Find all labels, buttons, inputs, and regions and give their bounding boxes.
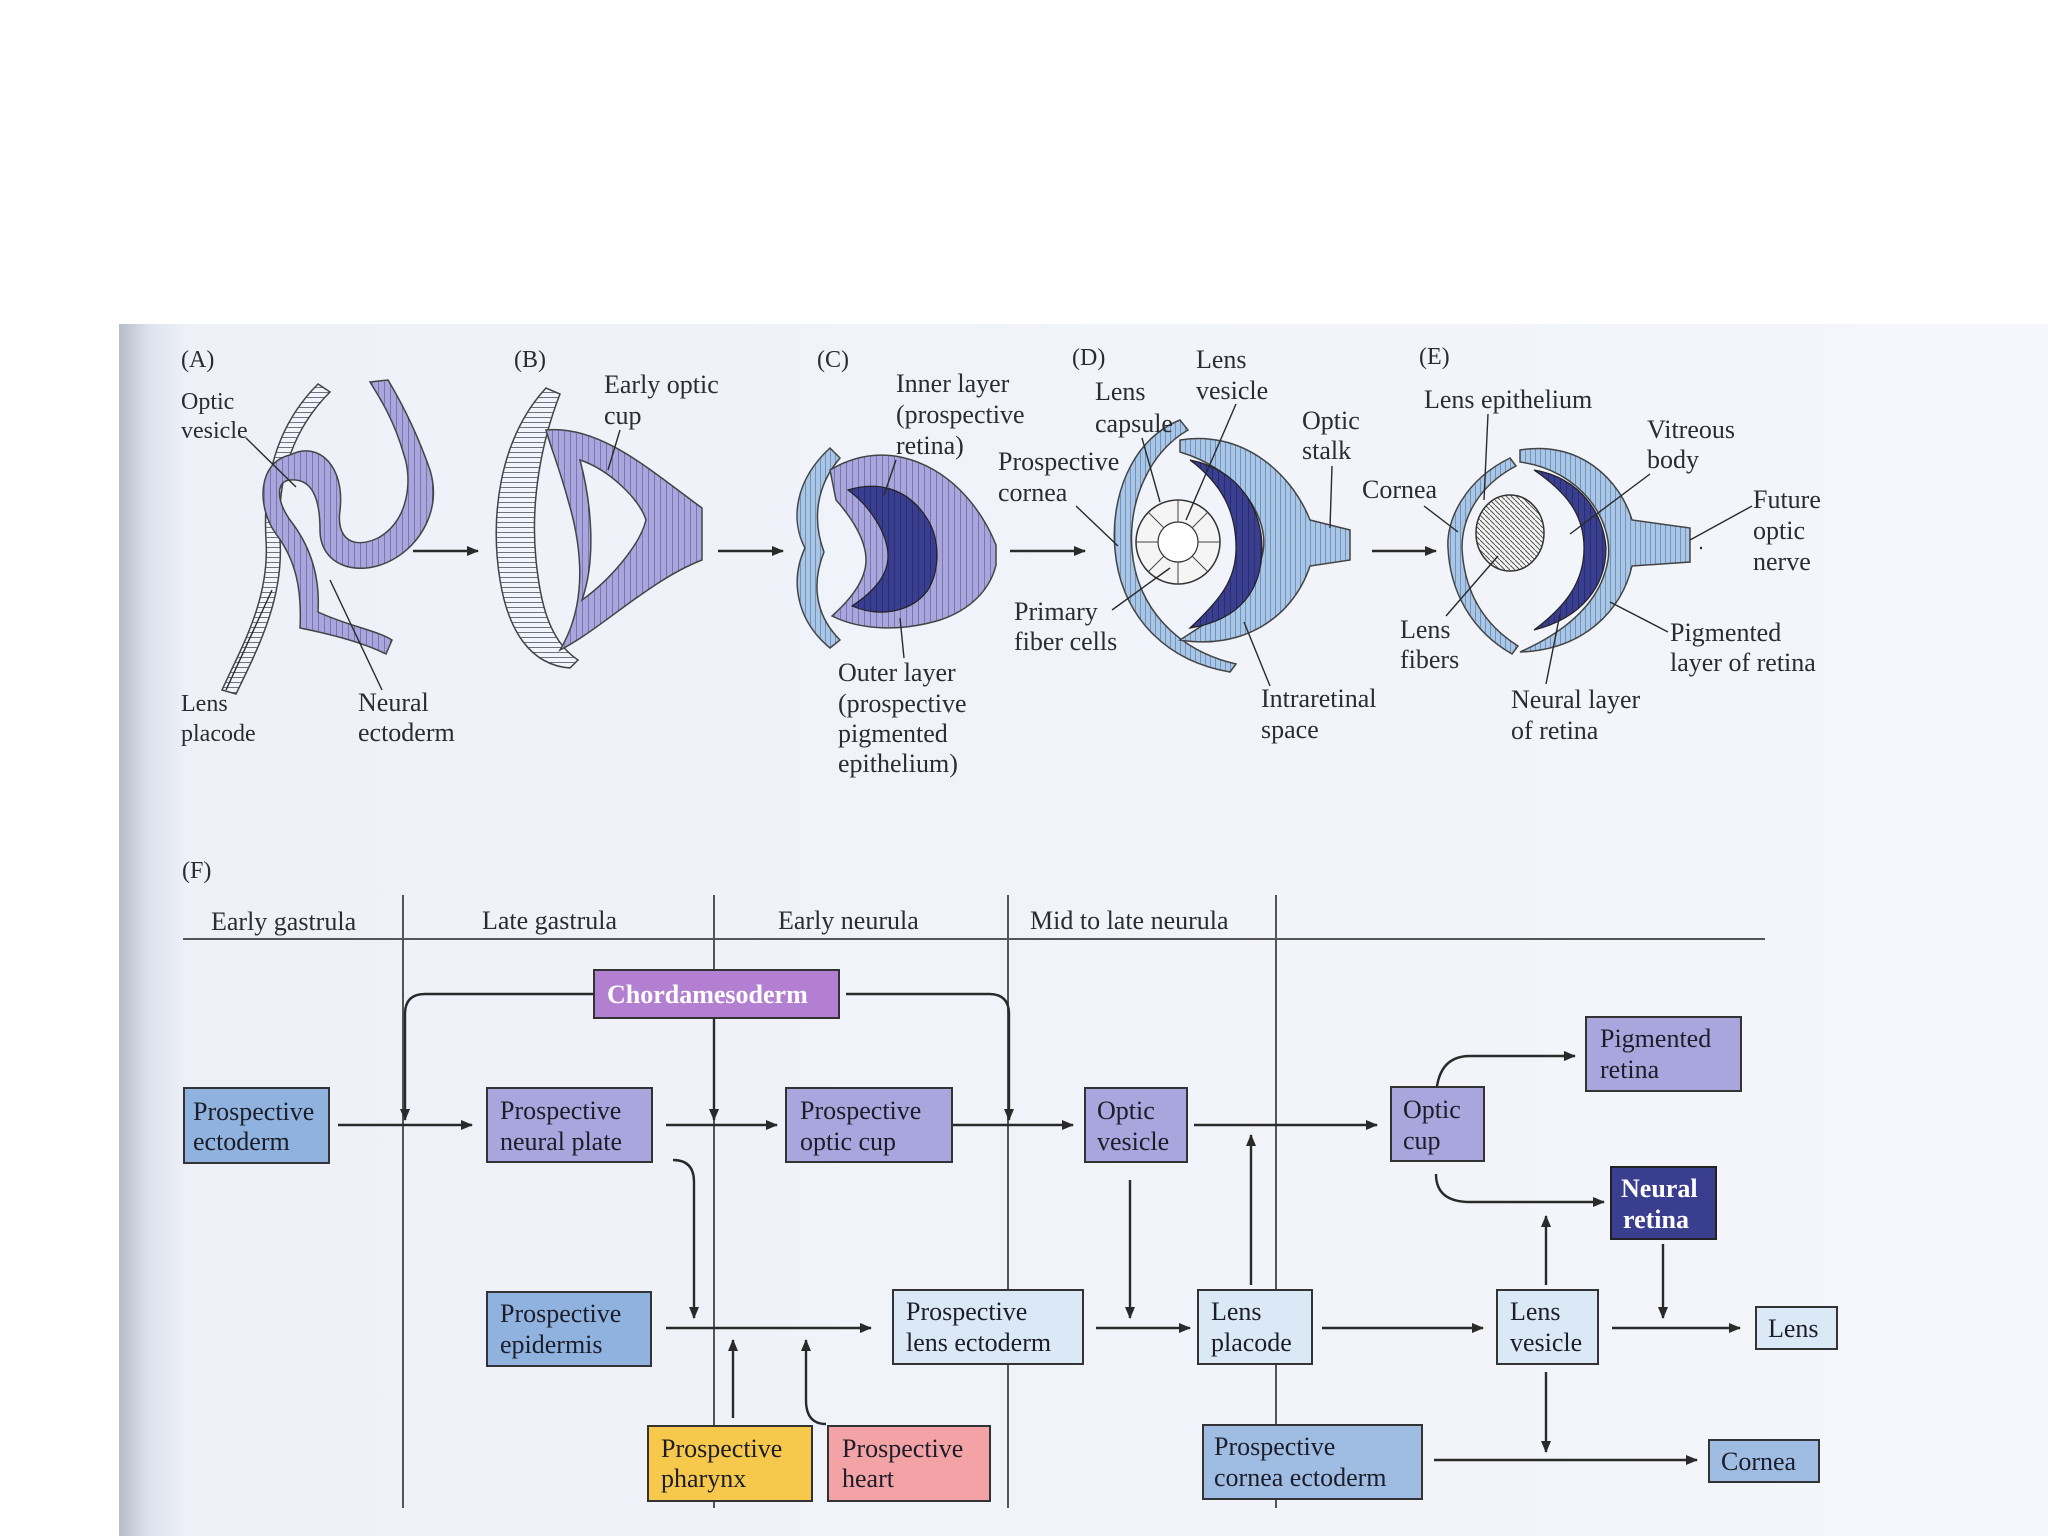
node-prospective-ectoderm: Prospective ectoderm: [183, 1087, 330, 1164]
svg-text:heart: heart: [842, 1464, 895, 1493]
node-lens-vesicle: Lens vesicle: [1496, 1289, 1599, 1365]
neural-retina-e: [1533, 469, 1607, 631]
svg-text:retina: retina: [1623, 1205, 1689, 1234]
ectoderm-layer-c: [796, 446, 842, 649]
svg-text:Optic: Optic: [1403, 1095, 1461, 1124]
svg-text:Prospective: Prospective: [661, 1434, 782, 1463]
svg-text:placode: placode: [1211, 1328, 1292, 1357]
panel-a-letter: (A): [181, 347, 214, 373]
optic-cup-pigmented-d: [1178, 437, 1351, 643]
cornea-layer-e: [1447, 457, 1520, 655]
svg-text:cup: cup: [1403, 1126, 1441, 1155]
svg-text:Prospective: Prospective: [193, 1097, 314, 1126]
stage-late-gastrula: Late gastrula: [482, 906, 617, 935]
node-prospective-cornea-ectoderm: Prospective cornea ectoderm: [1202, 1424, 1423, 1500]
lens-e: [1475, 494, 1545, 572]
svg-text:cornea ectoderm: cornea ectoderm: [1214, 1463, 1387, 1492]
panel-c-letter: (C): [817, 347, 849, 373]
node-pigmented-retina: Pigmented retina: [1585, 1016, 1742, 1092]
svg-text:optic cup: optic cup: [800, 1127, 896, 1156]
svg-text:Chordamesoderm: Chordamesoderm: [607, 980, 808, 1009]
node-prospective-heart: Prospective heart: [827, 1425, 991, 1502]
svg-text:Prospective: Prospective: [500, 1096, 621, 1125]
svg-text:Lens: Lens: [1211, 1297, 1262, 1326]
node-optic-vesicle: Optic vesicle: [1084, 1087, 1188, 1163]
node-chordamesoderm: Chordamesoderm: [593, 969, 840, 1019]
svg-text:neural plate: neural plate: [500, 1127, 622, 1156]
svg-text:Neural: Neural: [1621, 1174, 1698, 1203]
svg-text:Prospective: Prospective: [842, 1434, 963, 1463]
svg-text:pharynx: pharynx: [661, 1464, 746, 1493]
svg-text:Prospective: Prospective: [500, 1299, 621, 1328]
svg-text:vesicle: vesicle: [1097, 1127, 1169, 1156]
ectoderm-layer-b: [495, 387, 580, 669]
svg-text:retina: retina: [1600, 1055, 1660, 1084]
stage-early-gastrula: Early gastrula: [211, 907, 357, 936]
svg-text:lens ectoderm: lens ectoderm: [906, 1328, 1051, 1357]
early-optic-cup-shape: [545, 428, 703, 652]
svg-text:Optic: Optic: [1097, 1096, 1155, 1125]
node-neural-retina: Neural retina: [1610, 1166, 1717, 1240]
panel-d-letter: (D): [1072, 345, 1105, 371]
panel-b-letter: (B): [514, 347, 546, 373]
svg-text:epidermis: epidermis: [500, 1330, 603, 1359]
svg-text:ectoderm: ectoderm: [193, 1127, 290, 1156]
flow-arrows: [338, 992, 1741, 1465]
stage-early-neurula: Early neurula: [778, 906, 919, 935]
svg-text:Cornea: Cornea: [1721, 1447, 1797, 1476]
node-prospective-lens-ectoderm: Prospective lens ectoderm: [892, 1289, 1084, 1365]
node-optic-cup: Optic cup: [1390, 1086, 1485, 1162]
svg-text:Prospective: Prospective: [1214, 1432, 1335, 1461]
node-lens-placode: Lens placode: [1197, 1289, 1313, 1365]
svg-text:Pigmented: Pigmented: [1600, 1024, 1711, 1053]
ectoderm-layer-d: [1113, 419, 1238, 673]
optic-cup-inner-layer: [846, 485, 938, 613]
node-prospective-epidermis: Prospective epidermis: [486, 1291, 652, 1367]
optic-vesicle-shape: [262, 379, 435, 656]
label-cornea-e: Cornea: [1362, 475, 1438, 504]
panel-f: (F) Early gastrula Late gastrula Early n…: [182, 858, 1838, 1508]
svg-text:Lens: Lens: [1768, 1314, 1819, 1343]
svg-text:vesicle: vesicle: [1510, 1328, 1582, 1357]
node-lens: Lens: [1755, 1306, 1838, 1350]
node-cornea: Cornea: [1708, 1439, 1820, 1483]
pigmented-retina-e: [1519, 447, 1691, 653]
panel-f-letter: (F): [182, 858, 211, 884]
svg-text:Lens: Lens: [1510, 1297, 1561, 1326]
stage-mid-late-neurula: Mid to late neurula: [1030, 906, 1229, 935]
node-prospective-optic-cup: Prospective optic cup: [785, 1087, 953, 1163]
label-lens-epithelium: Lens epithelium: [1424, 385, 1592, 414]
node-prospective-neural-plate: Prospective neural plate: [486, 1087, 653, 1163]
svg-text:Prospective: Prospective: [906, 1297, 1027, 1326]
neural-retina-d: [1188, 459, 1263, 629]
svg-text:Prospective: Prospective: [800, 1096, 921, 1125]
panel-e-letter: (E): [1419, 344, 1450, 370]
node-prospective-pharynx: Prospective pharynx: [647, 1425, 813, 1502]
